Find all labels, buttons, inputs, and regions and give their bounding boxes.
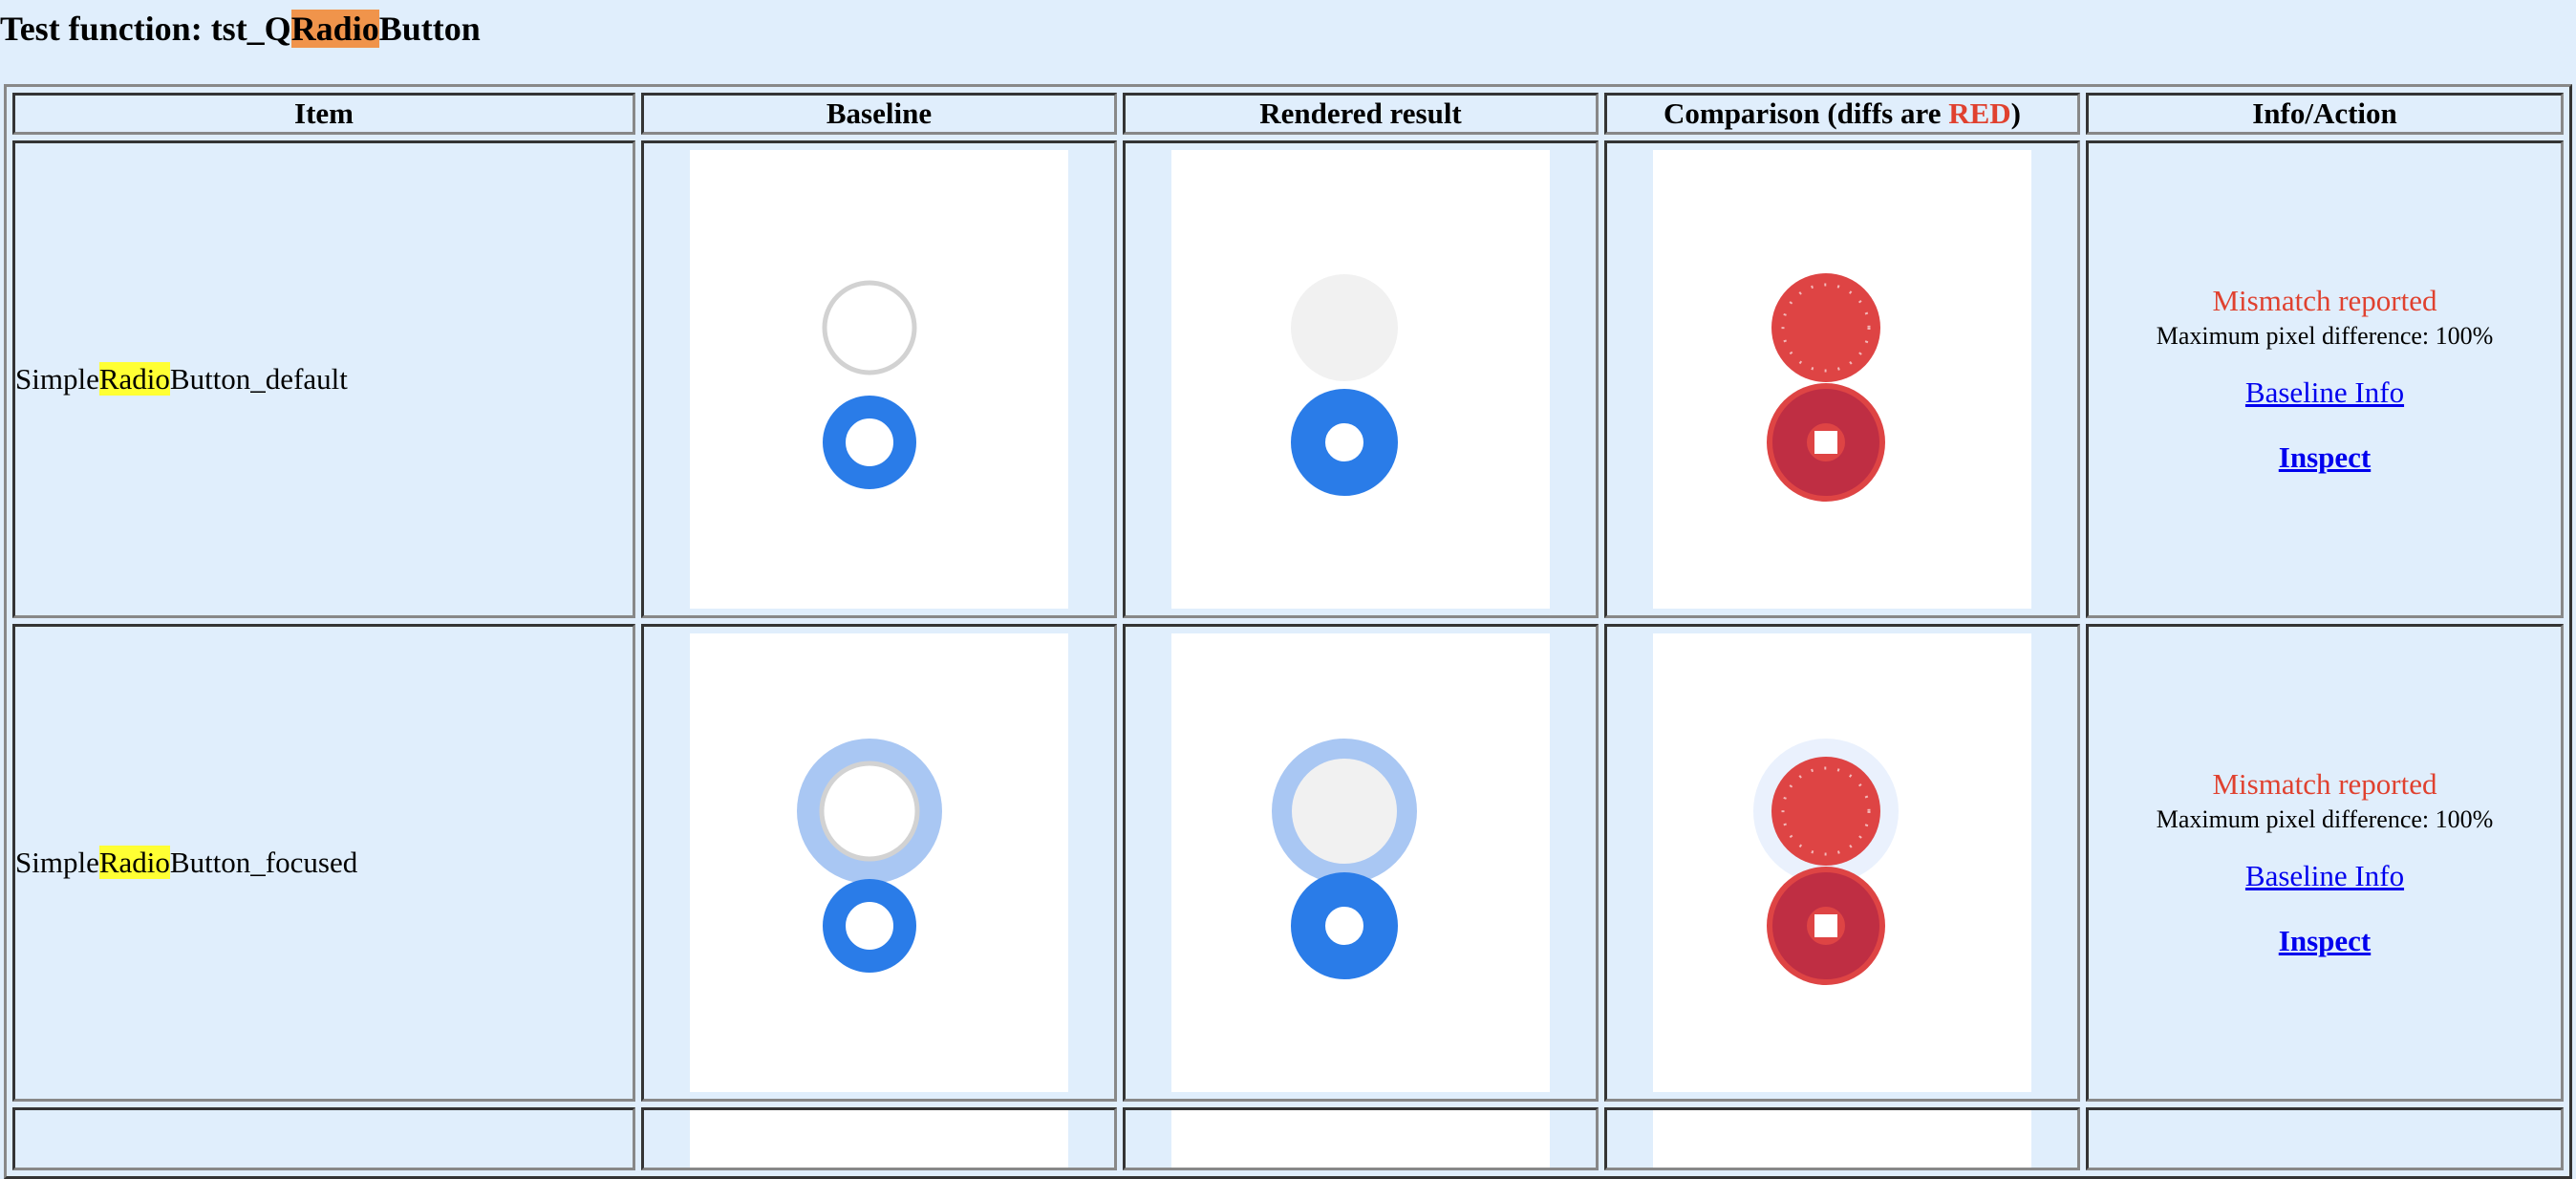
comparison-image[interactable] xyxy=(1653,633,2031,1092)
diff-checked-ring-icon xyxy=(1772,872,1879,979)
header-baseline: Baseline xyxy=(641,93,1117,135)
checked-radio-icon xyxy=(823,879,916,973)
comparison-cell xyxy=(1604,624,2080,1102)
mismatch-status: Mismatch reported xyxy=(2212,767,2437,801)
checked-radio-icon xyxy=(1291,389,1398,496)
baseline-image[interactable] xyxy=(690,633,1068,1092)
header-comparison-prefix: Comparison (diffs are xyxy=(1663,96,1949,130)
comparison-image[interactable] xyxy=(1653,1110,2031,1168)
rendered-cell xyxy=(1123,624,1599,1102)
comparison-cell xyxy=(1604,140,2080,618)
header-rendered: Rendered result xyxy=(1123,93,1599,135)
comparison-image[interactable] xyxy=(1653,150,2031,609)
header-info: Info/Action xyxy=(2086,93,2564,135)
max-pixel-difference: Maximum pixel difference: 100% xyxy=(2156,805,2494,833)
checked-radio-icon xyxy=(823,396,916,489)
unchecked-radio-icon xyxy=(1292,759,1397,864)
page-title: Test function: tst_QRadioButton xyxy=(0,6,481,52)
item-cell: SimpleRadioButton_default xyxy=(12,140,635,618)
baseline-cell xyxy=(641,140,1117,618)
rendered-image[interactable] xyxy=(1171,150,1550,609)
results-table: Item Baseline Rendered result Comparison… xyxy=(4,84,2572,1179)
baseline-image[interactable] xyxy=(690,1110,1068,1168)
baseline-image[interactable] xyxy=(690,150,1068,609)
inspect-link[interactable]: Inspect xyxy=(2278,440,2372,474)
title-highlight: Radio xyxy=(290,10,379,48)
rendered-cell xyxy=(1123,140,1599,618)
unchecked-radio-icon xyxy=(819,761,920,862)
header-comparison-suffix: ) xyxy=(2010,96,2021,130)
inspect-link[interactable]: Inspect xyxy=(2278,924,2372,957)
comparison-cell xyxy=(1604,1107,2080,1170)
unchecked-radio-icon xyxy=(822,280,917,375)
diff-center-icon xyxy=(1814,431,1837,454)
baseline-info-link[interactable]: Baseline Info xyxy=(2244,859,2405,892)
baseline-info-link[interactable]: Baseline Info xyxy=(2244,375,2405,409)
item-cell xyxy=(12,1107,635,1170)
diff-unchecked-radio-icon xyxy=(1771,273,1880,382)
item-prefix: Simple xyxy=(15,362,99,396)
diff-outline-dots-icon xyxy=(1781,283,1871,373)
unchecked-radio-icon xyxy=(1291,274,1398,381)
diff-checked-ring-icon xyxy=(1772,389,1879,496)
info-cell: Mismatch reported Maximum pixel differen… xyxy=(2086,624,2564,1102)
diff-unchecked-radio-icon xyxy=(1771,757,1880,866)
item-highlight: Radio xyxy=(98,362,170,396)
mismatch-status: Mismatch reported xyxy=(2212,284,2437,317)
item-highlight: Radio xyxy=(98,846,170,879)
rendered-cell xyxy=(1123,1107,1599,1170)
rendered-image[interactable] xyxy=(1171,633,1550,1092)
table-row: SimpleRadioButton_default xyxy=(12,140,2564,618)
item-suffix: Button_focused xyxy=(169,846,358,879)
item-prefix: Simple xyxy=(15,846,99,879)
table-row: SimpleRadioButton_focused xyxy=(12,624,2564,1102)
diff-outline-dots-icon xyxy=(1781,766,1871,856)
header-row: Item Baseline Rendered result Comparison… xyxy=(12,93,2564,135)
header-comparison: Comparison (diffs are RED) xyxy=(1604,93,2080,135)
item-suffix: Button_default xyxy=(169,362,348,396)
item-cell: SimpleRadioButton_focused xyxy=(12,624,635,1102)
table-row xyxy=(12,1107,2564,1170)
baseline-cell xyxy=(641,1107,1117,1170)
diff-center-icon xyxy=(1814,914,1837,937)
header-comparison-red: RED xyxy=(1948,96,2011,130)
info-cell: Mismatch reported Maximum pixel differen… xyxy=(2086,140,2564,618)
info-cell xyxy=(2086,1107,2564,1170)
rendered-image[interactable] xyxy=(1171,1110,1550,1168)
max-pixel-difference: Maximum pixel difference: 100% xyxy=(2156,322,2494,350)
title-prefix: Test function: tst_Q xyxy=(0,10,291,48)
title-suffix: Button xyxy=(378,10,481,48)
header-item: Item xyxy=(12,93,635,135)
checked-radio-icon xyxy=(1291,872,1398,979)
baseline-cell xyxy=(641,624,1117,1102)
